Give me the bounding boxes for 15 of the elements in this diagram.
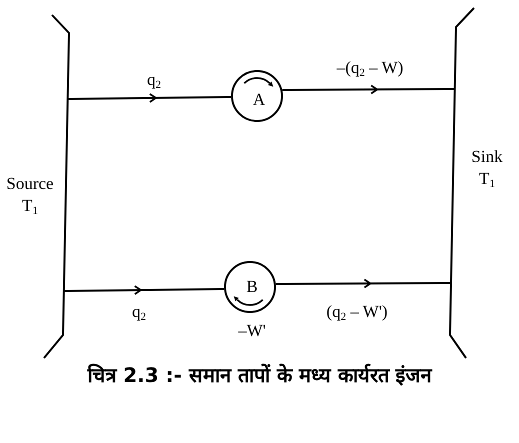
reservoir-label: Sink T$_{1}$ (470, 146, 504, 190)
edge-label: –(q$_{2}$ – W) (336, 57, 404, 79)
engine-letter: A (252, 92, 266, 108)
arrow (68, 93, 232, 103)
engine-letter: B (245, 279, 259, 295)
engine-circle (231, 70, 283, 122)
arrow (276, 278, 451, 288)
figure-caption: चित्र 2.3 :- समान तापों के मध्य कार्यरत इंजन (86, 362, 434, 388)
work-label: –W' (238, 320, 266, 342)
reservoir-label: Source T$_{1}$ (5, 173, 55, 217)
arrow (282, 84, 455, 94)
edge-label: q$_{2}$ (132, 301, 146, 323)
edge-label: (q$_{2}$ – W') (326, 301, 388, 323)
arrow (64, 285, 224, 296)
edge-label: q$_{2}$ (147, 69, 161, 91)
